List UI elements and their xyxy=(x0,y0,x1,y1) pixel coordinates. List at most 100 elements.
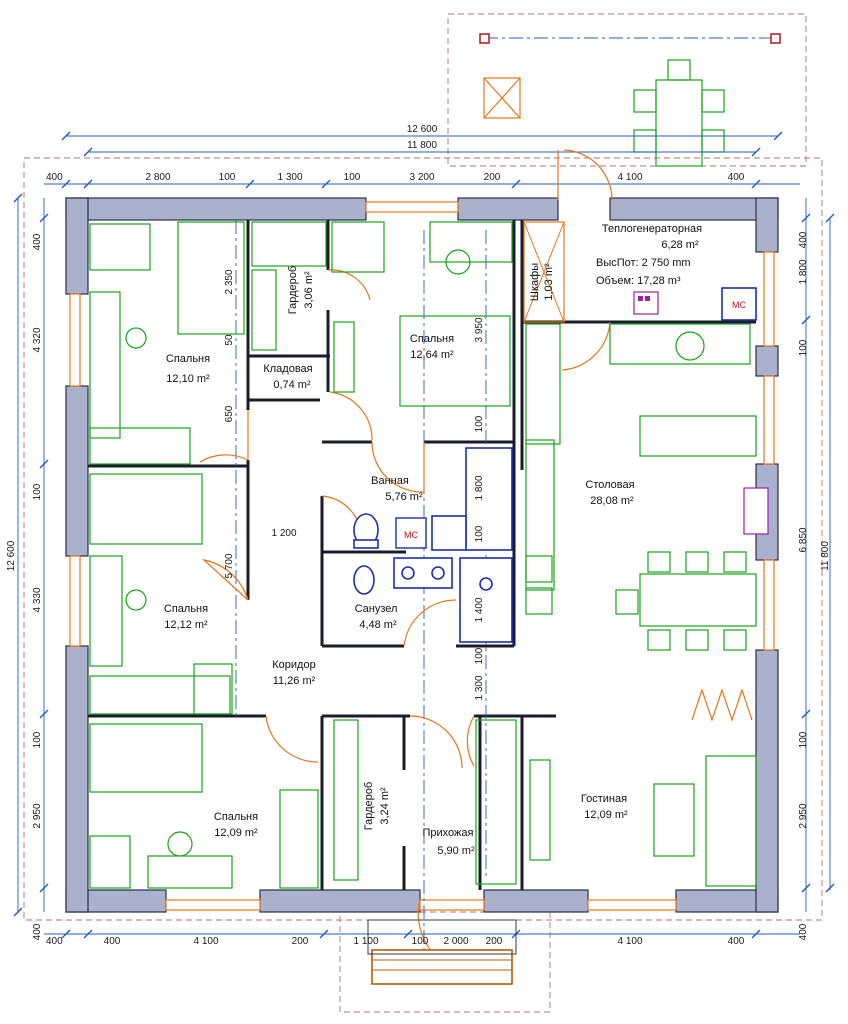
svg-text:100: 100 xyxy=(32,483,43,500)
room-labels: Спальня 12,10 m² Гардероб 3,06 m² Спальн… xyxy=(164,223,702,857)
room-hall-area: 5,90 m² xyxy=(437,845,475,857)
room-bedroom-4-name: Спальня xyxy=(214,811,258,823)
svg-text:100: 100 xyxy=(474,525,485,542)
outer-walls xyxy=(65,197,779,913)
room-bedroom-1-area: 12,10 m² xyxy=(166,373,210,385)
room-boiler-name: Теплогенераторная xyxy=(602,223,702,235)
svg-text:400: 400 xyxy=(728,936,745,947)
svg-text:400: 400 xyxy=(46,172,63,183)
svg-text:1 300: 1 300 xyxy=(277,172,302,183)
axis-lines xyxy=(235,220,487,960)
svg-text:100: 100 xyxy=(344,172,361,183)
washer-box xyxy=(395,517,427,549)
svg-text:100: 100 xyxy=(219,172,236,183)
svg-text:200: 200 xyxy=(292,936,309,947)
svg-text:200: 200 xyxy=(486,936,503,947)
svg-text:2 950: 2 950 xyxy=(32,803,43,828)
svg-text:3 200: 3 200 xyxy=(409,172,434,183)
dim-top-inner: 11 800 xyxy=(407,140,437,151)
site-outline xyxy=(23,13,823,1013)
bath-fixtures xyxy=(353,447,513,643)
room-bedroom-3-name: Спальня xyxy=(164,603,208,615)
boiler-equipment: МС МС xyxy=(395,287,769,549)
svg-text:2 000: 2 000 xyxy=(443,936,468,947)
entry-porch xyxy=(367,919,517,985)
washer-label: МС xyxy=(404,530,418,540)
room-boiler-height: ВысПот: 2 750 mm xyxy=(596,257,691,269)
svg-text:1 800: 1 800 xyxy=(474,475,485,500)
doors xyxy=(199,149,613,961)
svg-text:12 600: 12 600 xyxy=(6,540,17,571)
dim-top-total: 12 600 xyxy=(407,124,438,135)
windows xyxy=(69,201,775,911)
svg-text:4 330: 4 330 xyxy=(32,587,43,612)
room-living-name: Гостиная xyxy=(581,793,627,805)
svg-text:100: 100 xyxy=(474,647,485,664)
partitions xyxy=(88,220,756,890)
svg-text:400: 400 xyxy=(798,923,809,940)
room-bedroom-2-area: 12,64 m² xyxy=(410,349,454,361)
svg-text:650: 650 xyxy=(224,405,235,422)
svg-text:4 320: 4 320 xyxy=(32,327,43,352)
svg-text:1 100: 1 100 xyxy=(353,936,378,947)
room-hall-name: Прихожая xyxy=(423,827,474,839)
svg-text:2 800: 2 800 xyxy=(145,172,170,183)
room-wardrobe-2-area: 3,24 m² xyxy=(379,787,391,825)
svg-text:50: 50 xyxy=(224,334,235,346)
room-boiler-area: 6,28 m² xyxy=(661,239,699,251)
room-bedroom-4-area: 12,09 m² xyxy=(214,827,258,839)
svg-text:11 800: 11 800 xyxy=(820,541,831,571)
room-dining-name: Столовая xyxy=(585,479,634,491)
svg-text:400: 400 xyxy=(32,923,43,940)
svg-text:100: 100 xyxy=(32,731,43,748)
room-bedroom-1-name: Спальня xyxy=(166,353,210,365)
room-corridor-name: Коридор xyxy=(272,659,315,671)
dimension-texts: 12 600 11 800 400 2 800 100 1 300 100 3 … xyxy=(6,124,831,947)
svg-text:400: 400 xyxy=(32,233,43,250)
room-wardrobe-1-area: 3,06 m² xyxy=(303,271,315,309)
room-wc-area: 4,48 m² xyxy=(359,619,397,631)
boiler-label: МС xyxy=(732,300,746,310)
room-wardrobe-1-name: Гардероб xyxy=(287,266,299,314)
storage-cabinet xyxy=(523,221,565,323)
room-bedroom-3-area: 12,12 m² xyxy=(164,619,208,631)
svg-text:2 350: 2 350 xyxy=(224,269,235,294)
svg-text:3 950: 3 950 xyxy=(474,317,485,342)
boiler-box xyxy=(721,287,757,321)
dimension-lines xyxy=(13,131,835,939)
room-storage-area: 0,74 m² xyxy=(273,379,311,391)
svg-text:1 300: 1 300 xyxy=(474,675,485,700)
room-boiler-volume: Объем: 17,28 m³ xyxy=(596,275,681,287)
room-bathroom-area: 5,76 m² xyxy=(385,491,423,503)
svg-text:4 100: 4 100 xyxy=(193,936,218,947)
room-storage-name: Кладовая xyxy=(263,363,312,375)
svg-text:400: 400 xyxy=(46,936,63,947)
svg-text:5 700: 5 700 xyxy=(224,553,235,578)
svg-text:400: 400 xyxy=(104,936,121,947)
svg-text:100: 100 xyxy=(412,936,429,947)
svg-text:100: 100 xyxy=(798,731,809,748)
furniture xyxy=(89,221,757,889)
room-corridor-area: 11,26 m² xyxy=(273,675,316,687)
svg-text:6 850: 6 850 xyxy=(798,527,809,552)
svg-text:4 100: 4 100 xyxy=(617,936,642,947)
room-living-area: 12,09 m² xyxy=(584,809,628,821)
svg-text:100: 100 xyxy=(798,339,809,356)
svg-text:400: 400 xyxy=(728,172,745,183)
svg-text:1 200: 1 200 xyxy=(271,528,296,539)
svg-text:4 100: 4 100 xyxy=(617,172,642,183)
room-dining-area: 28,08 m² xyxy=(590,495,634,507)
terrace-furniture xyxy=(479,33,781,167)
room-bedroom-2-name: Спальня xyxy=(410,333,454,345)
svg-text:2 950: 2 950 xyxy=(798,803,809,828)
room-cabinets-name: Шкафы xyxy=(529,263,541,301)
room-bathroom-name: Ванная xyxy=(371,475,409,487)
svg-text:400: 400 xyxy=(798,231,809,248)
svg-text:1 400: 1 400 xyxy=(474,597,485,622)
room-wardrobe-2-name: Гардероб xyxy=(363,782,375,830)
svg-text:100: 100 xyxy=(474,415,485,432)
room-wc-name: Санузел xyxy=(355,603,398,615)
grill-icon xyxy=(483,77,521,119)
svg-text:1 800: 1 800 xyxy=(798,259,809,284)
